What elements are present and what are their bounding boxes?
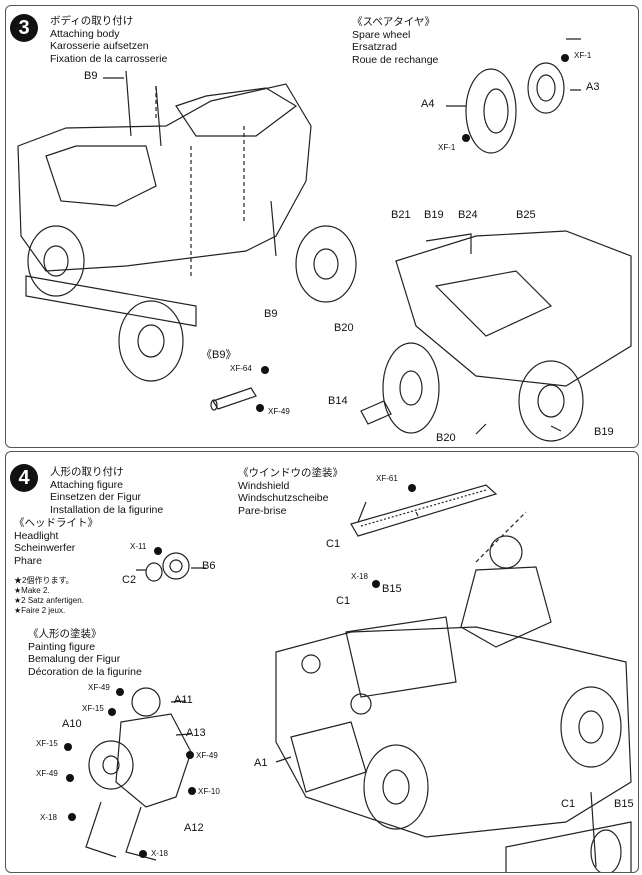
part-label: B15 [382, 583, 402, 595]
windshield-frame [350, 484, 498, 537]
part-label: A10 [62, 718, 82, 730]
part-label: A3 [586, 81, 600, 93]
paint-dot-icon [372, 580, 380, 588]
paint-dot-icon [108, 708, 116, 716]
paint-code: X-18 [151, 849, 168, 858]
paint-dot-icon [188, 787, 196, 795]
make2-de: ★2 Satz anfertigen. [14, 596, 84, 605]
paint-code: XF-1 [438, 143, 456, 152]
title-de: Einsetzen der Figur [50, 491, 142, 503]
paint-code: XF-15 [36, 739, 58, 748]
part-label: A13 [186, 727, 206, 739]
step-4-title: 人形の取り付け Attaching figure Einsetzen der F… [50, 466, 163, 516]
painting-fr: Décoration de la figurine [28, 665, 142, 678]
paint-code: XF-10 [198, 787, 220, 796]
part-label: B9 [84, 70, 98, 82]
paint-dot-icon [462, 134, 470, 142]
b9-detail-heading: 《B9》 [201, 349, 237, 361]
make2-fr: ★Faire 2 jeux. [14, 606, 66, 615]
paint-code: XF-64 [230, 364, 252, 373]
part-label: B25 [516, 209, 536, 221]
paint-dot-icon [561, 54, 569, 62]
headlight-fr: Phare [14, 554, 43, 567]
paint-dot-icon [256, 404, 264, 412]
make2-en: ★Make 2. [14, 586, 50, 595]
part-label: B19 [424, 209, 444, 221]
part-label: B24 [458, 209, 478, 221]
paint-dot-icon [64, 743, 72, 751]
windshield-jp: 《ウインドウの塗装》 [238, 467, 343, 479]
part-label: A11 [174, 694, 193, 706]
painting-figure-heading: 《人形の塗装》 Painting figure Bemalung der Fig… [28, 628, 142, 678]
paint-dot-icon [116, 688, 124, 696]
headlight-heading: 《ヘッドライト》 Headlight Scheinwerfer Phare [14, 517, 98, 567]
step-3-illustration [17, 38, 632, 442]
spare-de: Ersatzrad [352, 41, 397, 53]
paint-dot-icon [186, 751, 194, 759]
part-label: A12 [184, 822, 204, 834]
paint-code: XF-1 [574, 51, 592, 60]
paint-code: XF-49 [268, 407, 290, 416]
title-fr: Fixation de la carrosserie [50, 52, 168, 65]
paint-dot-icon [154, 547, 162, 555]
paint-code: XF-49 [88, 683, 110, 692]
title-fr: Installation de la figurine [50, 503, 164, 516]
paint-dot-icon [408, 484, 416, 492]
part-label: B21 [391, 209, 411, 221]
paint-code: XF-49 [196, 751, 218, 760]
part-label: B15 [614, 798, 634, 810]
headlight-jp: 《ヘッドライト》 [14, 517, 98, 529]
title-en: Attaching figure [50, 478, 123, 491]
part-label: A1 [254, 757, 268, 769]
windshield-en: Windshield [238, 479, 290, 492]
paint-code: XF-15 [82, 704, 104, 713]
part-label: C1 [326, 538, 341, 550]
make2-jp: ★2個作ります。 [14, 576, 74, 585]
make-two-note: ★2個作ります。 ★Make 2. ★2 Satz anfertigen. ★F… [14, 576, 84, 616]
headlight-en: Headlight [14, 529, 59, 542]
step-4-panel: 4 人形の取り付け Attaching figure Einsetzen der… [5, 451, 639, 873]
part-label: B9 [264, 308, 278, 320]
step-number-badge: 4 [10, 464, 38, 492]
windshield-heading: 《ウインドウの塗装》 Windshield Windschutzscheibe … [238, 467, 343, 517]
step-4-illustration [85, 484, 632, 872]
step-3-title: ボディの取り付け Attaching body Karosserie aufse… [50, 15, 167, 65]
spare-wheel-heading: 《スペアタイヤ》 Spare wheel Ersatzrad Roue de r… [352, 16, 438, 66]
painting-en: Painting figure [28, 640, 96, 653]
spare-fr: Roue de rechange [352, 53, 439, 66]
step-3-panel: 3 ボディの取り付け Attaching body Karosserie auf… [5, 5, 639, 448]
paint-code: X-18 [351, 572, 368, 581]
part-label: B20 [436, 432, 456, 444]
paint-code: X-11 [130, 542, 147, 551]
painting-de: Bemalung der Figur [28, 653, 121, 665]
headlight-de: Scheinwerfer [14, 542, 76, 554]
paint-code: X-18 [40, 813, 57, 822]
title-jp: 人形の取り付け [50, 466, 124, 478]
title-de: Karosserie aufsetzen [50, 40, 149, 52]
part-label: B20 [334, 322, 354, 334]
paint-code: XF-61 [376, 474, 398, 483]
spare-jp: 《スペアタイヤ》 [352, 16, 435, 28]
paint-dot-icon [68, 813, 76, 821]
windshield-de: Windschutzscheibe [238, 492, 329, 504]
title-en: Attaching body [50, 27, 120, 40]
part-label: C1 [336, 595, 351, 607]
part-label: B19 [594, 426, 614, 438]
part-label: B14 [328, 395, 348, 407]
part-label: C1 [561, 798, 576, 810]
painting-jp: 《人形の塗装》 [28, 628, 102, 640]
jeep-body-outline [17, 83, 312, 272]
spare-en: Spare wheel [352, 28, 411, 41]
step-number-badge: 3 [10, 14, 38, 42]
part-label: B6 [202, 560, 216, 572]
windshield-fr: Pare-brise [238, 504, 287, 517]
title-jp: ボディの取り付け [50, 15, 134, 27]
paint-dot-icon [139, 850, 147, 858]
paint-code: XF-49 [36, 769, 58, 778]
paint-dot-icon [261, 366, 269, 374]
part-label: A4 [421, 98, 435, 110]
part-label: C2 [122, 574, 137, 586]
paint-dot-icon [66, 774, 74, 782]
